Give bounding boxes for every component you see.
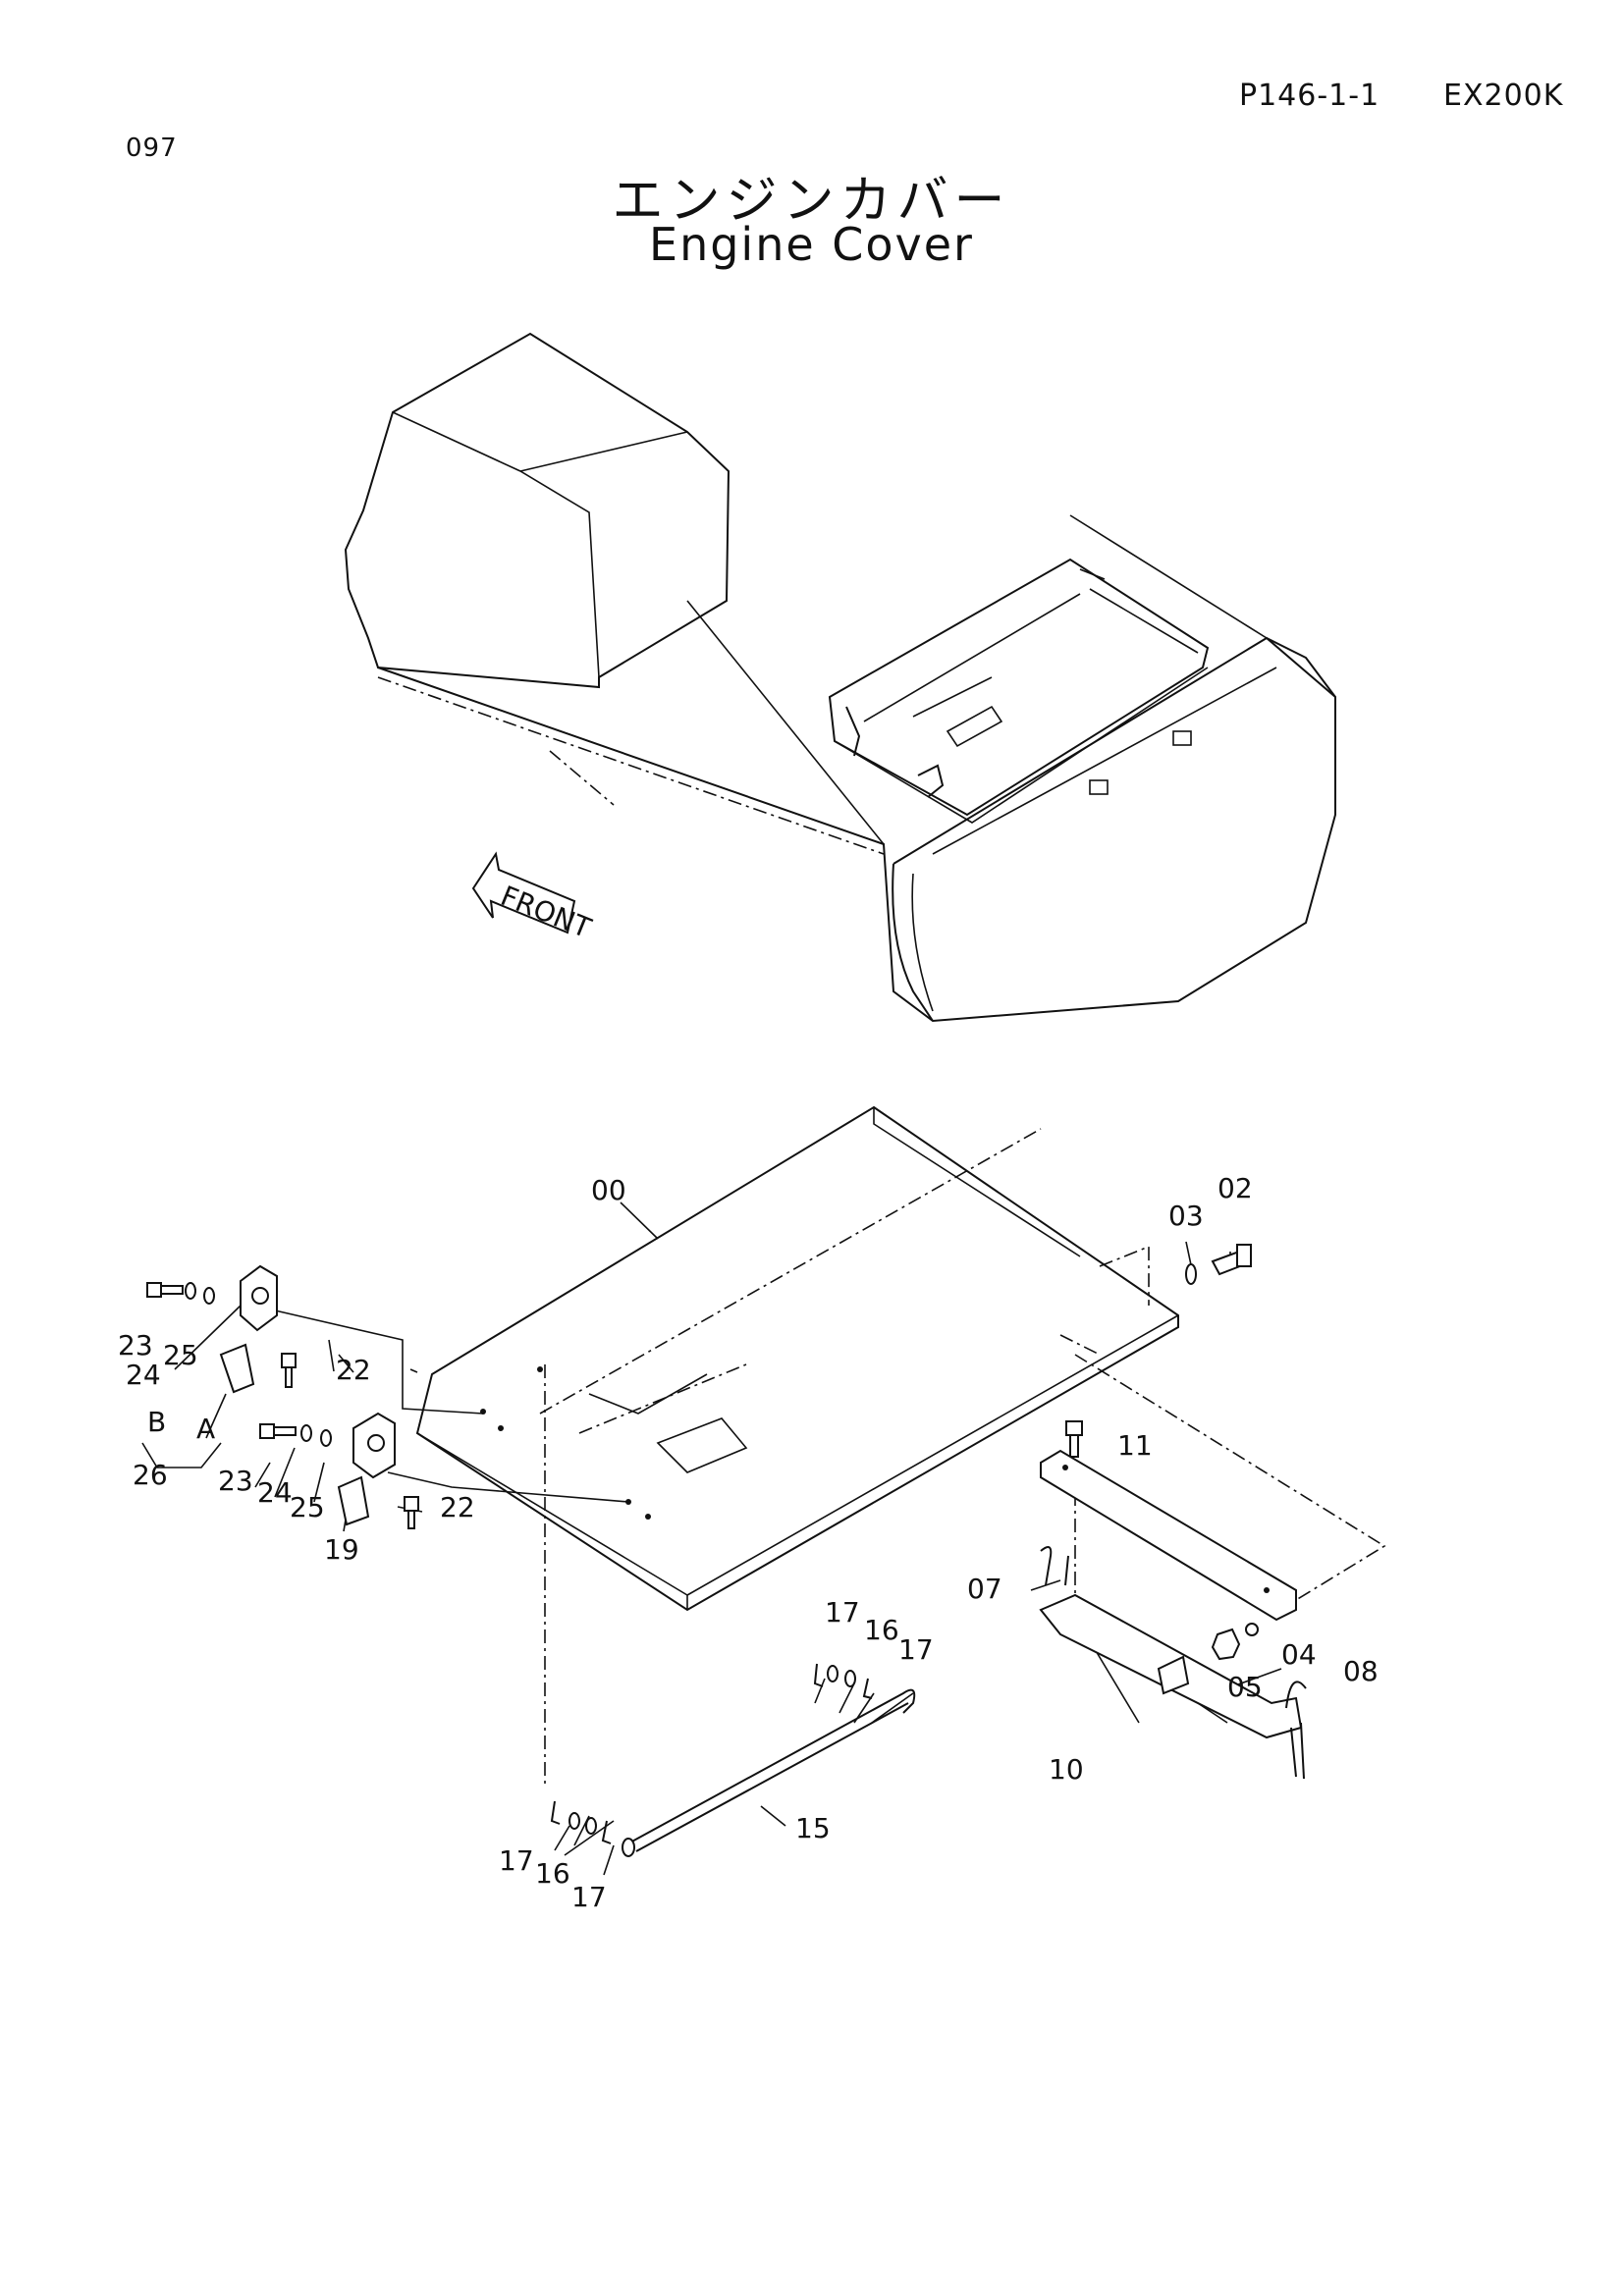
callout-labels: 00 02 03 11 07 04 05 08 10 15 17 16 17 1…	[118, 1172, 1379, 1913]
label-05: 05	[1227, 1671, 1263, 1703]
label-23-lower: 23	[218, 1465, 253, 1497]
label-07: 07	[967, 1573, 1002, 1605]
label-22-lower: 22	[440, 1491, 475, 1523]
label-16-top: 16	[864, 1614, 899, 1646]
label-17-bottom-left: 17	[499, 1844, 534, 1877]
model-code: EX200K	[1443, 79, 1564, 113]
label-17-top-right: 17	[898, 1633, 934, 1666]
label-23-upper: 23	[118, 1329, 153, 1362]
page-number: 097	[126, 133, 178, 163]
page-code: P146-1-1	[1239, 79, 1380, 113]
engine-cover-panel	[415, 1105, 1179, 1612]
front-arrow: FRONT	[471, 851, 596, 945]
label-11: 11	[1117, 1429, 1153, 1462]
label-04: 04	[1281, 1638, 1317, 1671]
label-19: 19	[324, 1533, 359, 1566]
label-26: 26	[133, 1459, 168, 1491]
label-17-bottom-right: 17	[571, 1881, 607, 1913]
label-10: 10	[1049, 1753, 1084, 1786]
label-02: 02	[1217, 1172, 1253, 1204]
label-17-top-left: 17	[825, 1596, 860, 1629]
label-00: 00	[591, 1174, 626, 1206]
label-08: 08	[1343, 1655, 1379, 1687]
label-24-lower: 24	[257, 1476, 293, 1509]
label-a: A	[196, 1413, 215, 1445]
label-15: 15	[795, 1812, 831, 1844]
label-25-upper: 25	[163, 1339, 198, 1371]
label-25-lower: 25	[290, 1491, 325, 1523]
hardware-parts	[146, 1244, 1307, 1857]
label-16-bottom: 16	[535, 1857, 570, 1890]
title-japanese: エンジンカバー	[612, 172, 1011, 231]
label-03: 03	[1168, 1200, 1204, 1232]
label-b: B	[147, 1406, 166, 1438]
label-24-upper: 24	[126, 1359, 161, 1391]
title-english: Engine Cover	[649, 218, 974, 271]
machine-overview: FRONT	[344, 332, 1336, 1023]
label-22-upper: 22	[336, 1354, 371, 1386]
